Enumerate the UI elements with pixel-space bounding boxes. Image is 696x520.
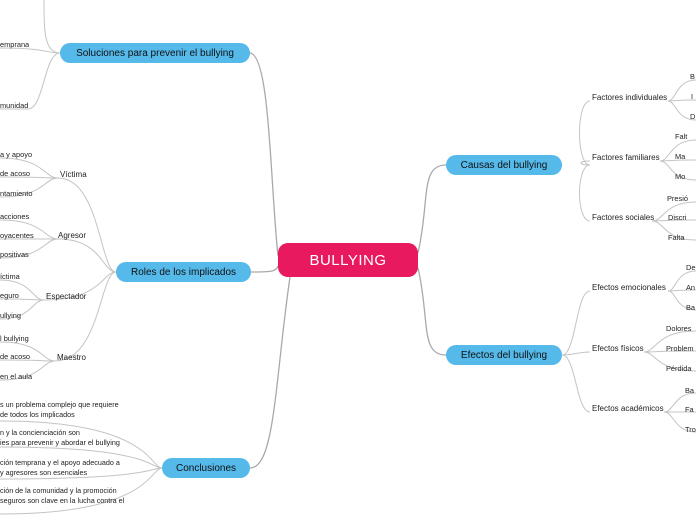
familiares-item[interactable]: Falt (675, 132, 688, 141)
sociales-item[interactable]: Presió (667, 194, 688, 203)
emocionales-item[interactable]: Ba (686, 303, 696, 312)
roles-maestro[interactable]: Maestro (57, 353, 86, 362)
maestro-item[interactable]: en el aula (0, 372, 33, 381)
sociales-item[interactable]: Discri (668, 213, 687, 222)
conclusion-line: y agresores son esenciales (0, 468, 88, 477)
agresor-item[interactable]: acciones (0, 212, 30, 221)
espectador-item[interactable]: ullying (0, 311, 21, 320)
emocionales-item[interactable]: An (686, 283, 696, 292)
agresor-item[interactable]: oyacentes (0, 231, 34, 240)
individuales-item[interactable]: D (690, 112, 696, 121)
academicos-item[interactable]: Tro (685, 425, 696, 434)
fisicos-item[interactable]: Problem (666, 344, 694, 353)
causas-familiares[interactable]: Factores familiares (592, 153, 660, 162)
espectador-item[interactable]: eguro (0, 291, 19, 300)
branch-conclusiones[interactable]: Conclusiones (162, 458, 250, 478)
victima-item[interactable]: ntamiento (0, 189, 33, 198)
roles-agresor[interactable]: Agresor (58, 231, 87, 240)
conclusion-line: n y la concienciación son (0, 428, 80, 437)
branch-causas[interactable]: Causas del bullying (446, 155, 562, 175)
fisicos-item[interactable]: Pérdida (666, 364, 692, 373)
sociales-item[interactable]: Falta (668, 233, 685, 242)
victima-item[interactable]: a y apoyo (0, 150, 33, 159)
conclusion-line: ies para prevenir y abordar el bullying (0, 438, 120, 447)
agresor-item[interactable]: positivas (0, 250, 29, 259)
soluciones-item[interactable]: munidad (0, 101, 29, 110)
roles-victima[interactable]: Víctima (60, 170, 87, 179)
emocionales-item[interactable]: De (686, 263, 696, 272)
central-topic[interactable]: BULLYING (278, 243, 418, 277)
familiares-item[interactable]: Mo (675, 172, 686, 181)
familiares-item[interactable]: Ma (675, 152, 686, 161)
conclusion-line: ción de la comunidad y la promoción (0, 486, 117, 495)
soluciones-item[interactable]: emprana (0, 40, 30, 49)
individuales-item[interactable]: I (691, 92, 694, 101)
causas-individuales[interactable]: Factores individuales (592, 93, 668, 102)
efectos-emocionales[interactable]: Efectos emocionales (592, 283, 666, 292)
efectos-academicos[interactable]: Efectos académicos (592, 404, 664, 413)
branch-efectos[interactable]: Efectos del bullying (446, 345, 562, 365)
conclusion-line: s un problema complejo que requiere (0, 400, 119, 409)
maestro-item[interactable]: l bullying (0, 334, 29, 343)
academicos-item[interactable]: Fa (685, 405, 694, 414)
branch-roles[interactable]: Roles de los implicados (116, 262, 251, 282)
roles-espectador[interactable]: Espectador (46, 292, 87, 301)
espectador-item[interactable]: íctima (0, 272, 20, 281)
maestro-item[interactable]: de acoso (0, 352, 30, 361)
branch-soluciones[interactable]: Soluciones para prevenir el bullying (60, 43, 250, 63)
individuales-item[interactable]: B (690, 72, 695, 81)
conclusion-line: seguros son clave en la lucha contra el (0, 496, 125, 505)
efectos-fisicos[interactable]: Efectos físicos (592, 344, 644, 353)
conclusion-line: de todos los implicados (0, 410, 75, 419)
conclusion-line: ción temprana y el apoyo adecuado a (0, 458, 120, 467)
causas-sociales[interactable]: Factores sociales (592, 213, 655, 222)
academicos-item[interactable]: Ba (685, 386, 695, 395)
fisicos-item[interactable]: Dolores (666, 324, 692, 333)
victima-item[interactable]: de acoso (0, 169, 30, 178)
